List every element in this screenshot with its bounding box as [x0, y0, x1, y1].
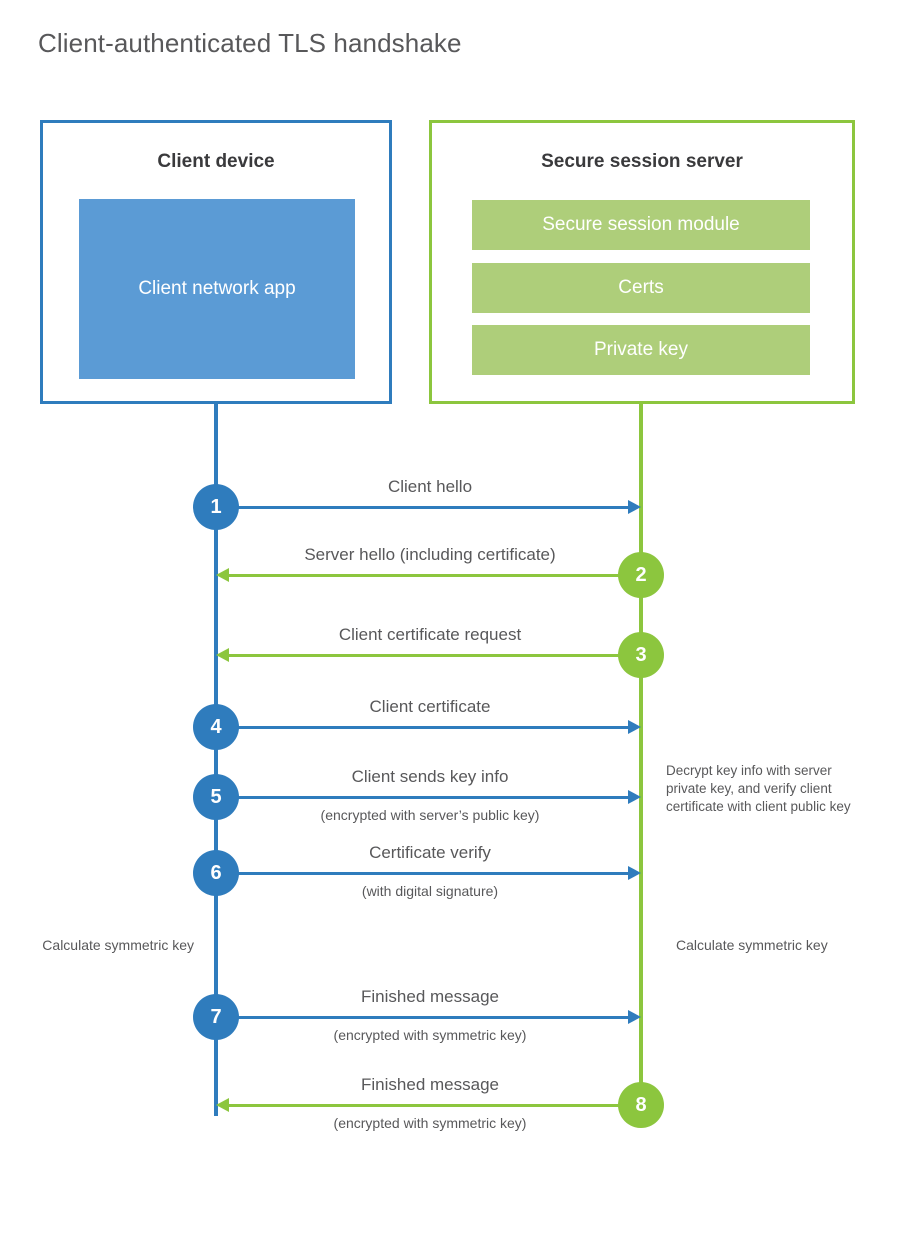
message-label-7: Finished message [361, 987, 499, 1006]
message-sublabel-6: (with digital signature) [361, 883, 499, 899]
step-circle-4[interactable]: 4 [193, 704, 239, 750]
secure-session-server-title: Secure session server [541, 151, 743, 172]
arrow-head-right-icon [628, 790, 641, 804]
server-component-private-key: Private key [472, 325, 810, 375]
arrow-head-right-icon [628, 866, 641, 880]
message-label-8: Finished message [361, 1075, 499, 1094]
client-device-box: Client device Client network app [40, 120, 392, 404]
server-component-secure-session-module: Secure session module [472, 200, 810, 250]
arrow-head-left-icon [216, 648, 229, 662]
step-circle-7[interactable]: 7 [193, 994, 239, 1040]
client-device-title: Client device [157, 151, 275, 172]
step-circle-6[interactable]: 6 [193, 850, 239, 896]
message-sublabel-7: (encrypted with symmetric key) [333, 1027, 527, 1043]
message-line-7 [216, 1016, 631, 1019]
arrow-head-right-icon [628, 1010, 641, 1024]
message-label-5: Client sends key info [351, 767, 509, 786]
step-circle-2[interactable]: 2 [618, 552, 664, 598]
message-label-6: Certificate verify [369, 843, 491, 862]
message-label-2: Server hello (including certificate) [304, 545, 556, 564]
arrow-head-right-icon [628, 500, 641, 514]
message-line-8 [224, 1104, 641, 1107]
message-line-1 [216, 506, 631, 509]
message-line-2 [224, 574, 641, 577]
server-component-certs: Certs [472, 263, 810, 313]
step-circle-3[interactable]: 3 [618, 632, 664, 678]
client-lifeline [214, 404, 218, 1116]
server-decrypt-annotation: Decrypt key info with server private key… [666, 763, 851, 814]
message-line-4 [216, 726, 631, 729]
step-circle-1[interactable]: 1 [193, 484, 239, 530]
arrow-head-left-icon [216, 1098, 229, 1112]
message-label-4: Client certificate [369, 697, 491, 716]
step-circle-8[interactable]: 8 [618, 1082, 664, 1128]
message-sublabel-5: (encrypted with server’s public key) [320, 807, 540, 823]
message-line-5 [216, 796, 631, 799]
message-line-3 [224, 654, 641, 657]
step-circle-5[interactable]: 5 [193, 774, 239, 820]
page-title: Client-authenticated TLS handshake [38, 28, 462, 58]
arrow-head-right-icon [628, 720, 641, 734]
client-network-app-block: Client network app [79, 199, 355, 379]
client-calculate-symmetric-key-annotation: Calculate symmetric key [42, 937, 194, 953]
message-sublabel-8: (encrypted with symmetric key) [333, 1115, 527, 1131]
message-label-3: Client certificate request [338, 625, 522, 644]
secure-session-server-box: Secure session server Secure session mod… [429, 120, 855, 404]
server-lifeline [639, 404, 643, 1106]
server-calculate-symmetric-key-annotation: Calculate symmetric key [676, 937, 828, 953]
message-label-1: Client hello [387, 477, 473, 496]
message-line-6 [216, 872, 631, 875]
arrow-head-left-icon [216, 568, 229, 582]
